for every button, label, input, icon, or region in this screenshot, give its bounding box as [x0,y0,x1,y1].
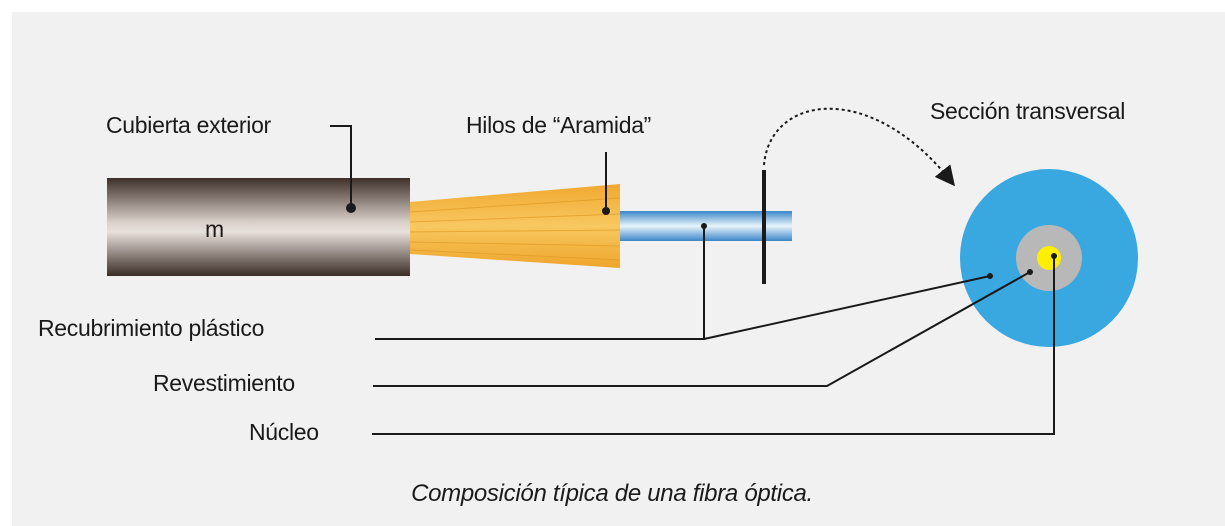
leader-dot-coating [987,273,993,279]
jacket-mark-text: m [205,216,224,242]
leader-cladding [373,271,1031,387]
aramid-yarns [410,184,620,268]
label-plastic-coating: Recubrimiento plástico [38,315,264,341]
label-outer-jacket: Cubierta exterior [106,112,272,138]
cross-section-core [1037,246,1061,270]
label-cross-section: Sección transversal [930,98,1125,124]
label-core: Núcleo [249,419,319,445]
label-aramid-yarns: Hilos de “Aramida” [466,112,651,138]
aramid-strands [409,197,621,261]
outer-jacket [107,178,410,276]
leader-dot-fiber [701,223,707,229]
leader-plastic-coating-cross [703,275,991,340]
label-cladding: Revestimiento [153,370,295,396]
leader-dot-aramid [602,207,610,215]
leader-outer-jacket [330,125,352,208]
leader-dot-cladding [1027,269,1033,275]
figure-caption: Composición típica de una fibra óptica. [411,480,813,507]
curved-arrow [763,107,956,187]
leader-dot-core [1051,253,1057,259]
leader-core [372,256,1055,435]
leader-dot-jacket [346,203,356,213]
